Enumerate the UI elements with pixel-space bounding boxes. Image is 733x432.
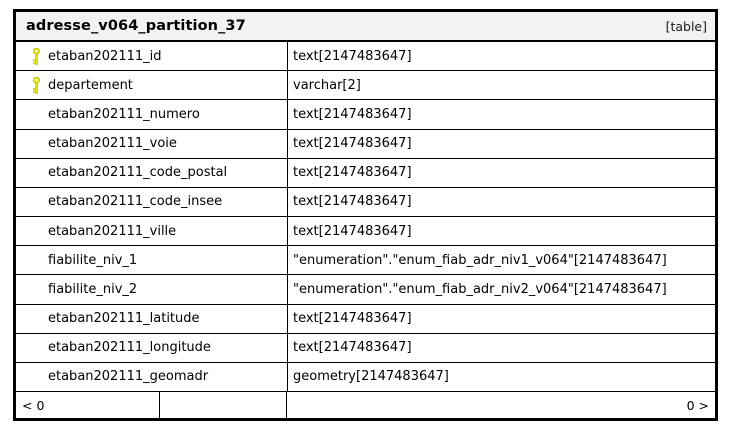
column-type-label: varchar[2] [293, 77, 361, 93]
column-type-cell: geometry[2147483647] [288, 363, 715, 391]
table-row[interactable]: etaban202111_voie text[2147483647] [16, 129, 715, 159]
column-name-label: etaban202111_numero [48, 106, 200, 122]
column-name-cell: fiabilite_niv_1 [16, 246, 288, 275]
column-name-cell: etaban202111_latitude [16, 304, 288, 333]
primary-key-slot-empty [26, 130, 46, 158]
column-type-cell: "enumeration"."enum_fiab_adr_niv2_v064"[… [288, 275, 715, 303]
column-name-label: etaban202111_latitude [48, 311, 200, 327]
column-type-label: text[2147483647] [293, 106, 412, 122]
column-name-label: etaban202111_code_insee [48, 194, 223, 210]
primary-key-slot-empty [26, 159, 46, 187]
column-name-cell: etaban202111_ville [16, 217, 288, 246]
column-type-label: "enumeration"."enum_fiab_adr_niv1_v064"[… [293, 252, 667, 268]
column-name-cell: etaban202111_id [16, 42, 288, 71]
table-name: adresse_v064_partition_37 [26, 18, 246, 34]
table-entity-box[interactable]: adresse_v064_partition_37 [table] etaban… [13, 9, 718, 421]
column-name-label: etaban202111_ville [48, 223, 177, 239]
primary-key-slot-empty [26, 100, 46, 128]
table-row[interactable]: departement varchar[2] [16, 71, 715, 101]
table-row[interactable]: fiabilite_niv_1 "enumeration"."enum_fiab_… [16, 246, 715, 276]
column-name-cell: etaban202111_numero [16, 100, 288, 129]
table-row[interactable]: etaban202111_numero text[2147483647] [16, 100, 715, 130]
column-name-cell: etaban202111_longitude [16, 333, 288, 362]
primary-key-slot-empty [26, 334, 46, 362]
column-name-cell: departement [16, 71, 288, 100]
column-type-cell: text[2147483647] [288, 334, 715, 362]
entity-kind-label: [table] [665, 18, 707, 34]
table-row[interactable]: etaban202111_ville text[2147483647] [16, 217, 715, 247]
column-name-label: fiabilite_niv_2 [48, 281, 138, 297]
table-row[interactable]: etaban202111_latitude text[2147483647] [16, 304, 715, 334]
column-name-label: departement [48, 77, 133, 93]
column-name-label: etaban202111_code_postal [48, 165, 228, 181]
column-type-label: text[2147483647] [293, 223, 412, 239]
next-page-button[interactable]: 0 > [686, 397, 709, 413]
column-name-label: fiabilite_niv_1 [48, 252, 138, 268]
column-name-label: etaban202111_geomadr [48, 369, 209, 385]
column-type-cell: text[2147483647] [288, 159, 715, 187]
column-type-cell: text[2147483647] [288, 217, 715, 245]
column-type-label: text[2147483647] [293, 194, 412, 210]
column-type-cell: text[2147483647] [288, 188, 715, 216]
column-type-cell: "enumeration"."enum_fiab_adr_niv1_v064"[… [288, 246, 715, 274]
column-name-label: etaban202111_voie [48, 136, 177, 152]
primary-key-slot-empty [26, 246, 46, 274]
column-type-cell: text[2147483647] [288, 42, 715, 70]
column-type-label: geometry[2147483647] [293, 369, 449, 385]
table-row[interactable]: etaban202111_geomadr geometry[2147483647] [16, 362, 715, 392]
primary-key-slot-empty [26, 363, 46, 391]
table-header[interactable]: adresse_v064_partition_37 [table] [16, 12, 715, 42]
column-type-label: text[2147483647] [293, 340, 412, 356]
column-type-cell: varchar[2] [288, 71, 715, 99]
primary-key-slot-empty [26, 188, 46, 216]
primary-key-slot-empty [26, 217, 46, 245]
column-type-label: text[2147483647] [293, 311, 412, 327]
column-name-cell: etaban202111_geomadr [16, 362, 288, 392]
table-row[interactable]: etaban202111_code_insee text[2147483647] [16, 187, 715, 218]
column-type-label: "enumeration"."enum_fiab_adr_niv2_v064"[… [293, 281, 667, 297]
column-type-label: text[2147483647] [293, 48, 412, 64]
primary-key-icon [26, 71, 46, 99]
column-list: etaban202111_id text[2147483647] departeme… [16, 42, 715, 392]
column-type-cell: text[2147483647] [288, 305, 715, 333]
previous-page-button[interactable]: < 0 [16, 392, 160, 418]
table-row[interactable]: etaban202111_code_postal text[2147483647] [16, 158, 715, 188]
column-name-cell: fiabilite_niv_2 [16, 275, 288, 304]
column-name-label: etaban202111_longitude [48, 340, 211, 356]
table-row[interactable]: etaban202111_id text[2147483647] [16, 42, 715, 72]
primary-key-slot-empty [26, 305, 46, 333]
table-row[interactable]: fiabilite_niv_2 "enumeration"."enum_fiab_… [16, 275, 715, 305]
column-type-label: text[2147483647] [293, 165, 412, 181]
column-type-label: text[2147483647] [293, 136, 412, 152]
footer-middle-cell [160, 392, 287, 418]
column-type-cell: text[2147483647] [288, 100, 715, 128]
column-type-cell: text[2147483647] [288, 130, 715, 158]
column-name-cell: etaban202111_voie [16, 129, 288, 158]
table-row[interactable]: etaban202111_longitude text[2147483647] [16, 333, 715, 363]
column-name-label: etaban202111_id [48, 48, 162, 64]
pagination-footer: < 0 0 > [16, 391, 715, 418]
column-name-cell: etaban202111_code_postal [16, 158, 288, 187]
primary-key-icon [26, 42, 46, 70]
column-name-cell: etaban202111_code_insee [16, 187, 288, 217]
primary-key-slot-empty [26, 275, 46, 303]
